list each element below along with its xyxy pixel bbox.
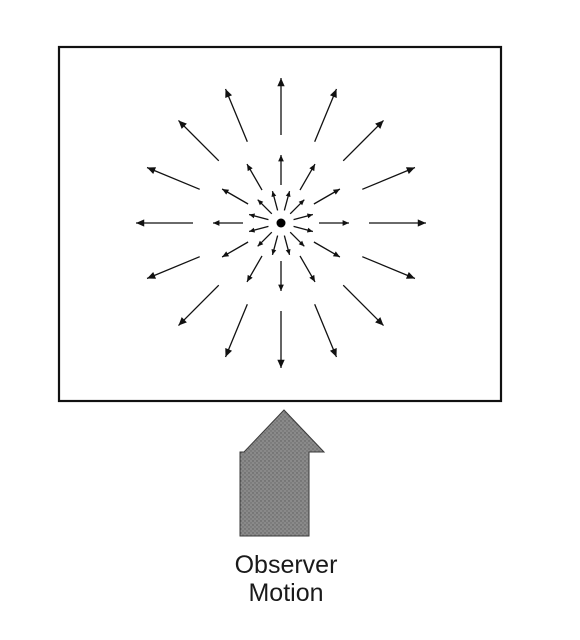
flow-arrow-11 <box>293 213 314 221</box>
flow-arrow-0 <box>293 225 314 233</box>
flow-arrow-9 <box>283 190 291 211</box>
flow-arrow-30 <box>178 284 220 326</box>
flow-arrow-39 <box>362 166 416 190</box>
flow-arrow-15 <box>278 261 284 291</box>
flow-arrow-34 <box>178 120 220 162</box>
flow-arrow-12 <box>319 220 349 226</box>
flow-arrow-20 <box>246 163 263 191</box>
flow-arrow-33 <box>146 166 200 190</box>
flow-arrow-35 <box>224 88 248 142</box>
flow-arrow-36 <box>277 78 285 135</box>
flow-arrow-1 <box>289 231 305 247</box>
flow-arrow-13 <box>313 241 341 258</box>
flow-arrow-23 <box>313 188 341 205</box>
flow-arrow-2 <box>283 235 291 256</box>
flow-arrow-4 <box>257 231 273 247</box>
flow-arrow-10 <box>289 199 305 215</box>
flow-arrow-17 <box>221 241 249 258</box>
flow-arrow-24 <box>369 219 426 227</box>
flow-arrow-14 <box>299 255 316 283</box>
flow-arrow-21 <box>278 155 284 185</box>
caption-observer: Observer <box>234 551 338 579</box>
flow-arrow-16 <box>246 255 263 283</box>
observer-motion-arrow <box>239 409 326 537</box>
flow-arrow-8 <box>271 190 279 211</box>
flow-arrow-3 <box>271 235 279 256</box>
flow-arrow-38 <box>342 120 384 162</box>
flow-arrow-31 <box>146 256 200 280</box>
flow-arrow-27 <box>314 304 338 358</box>
flow-arrow-25 <box>362 256 416 280</box>
flow-arrow-7 <box>257 199 273 215</box>
flow-arrow-22 <box>299 163 316 191</box>
flow-arrows-group <box>136 78 426 368</box>
caption-motion: Motion <box>248 579 324 607</box>
flow-arrow-29 <box>224 304 248 358</box>
focus-of-expansion-dot <box>276 218 286 228</box>
flow-arrow-19 <box>221 188 249 205</box>
flow-arrow-6 <box>248 213 269 221</box>
flow-arrow-18 <box>213 220 243 226</box>
flow-arrow-5 <box>248 225 269 233</box>
flow-arrow-37 <box>314 88 338 142</box>
flow-arrow-28 <box>277 311 285 368</box>
flow-arrow-32 <box>136 219 193 227</box>
flow-arrow-26 <box>342 284 384 326</box>
